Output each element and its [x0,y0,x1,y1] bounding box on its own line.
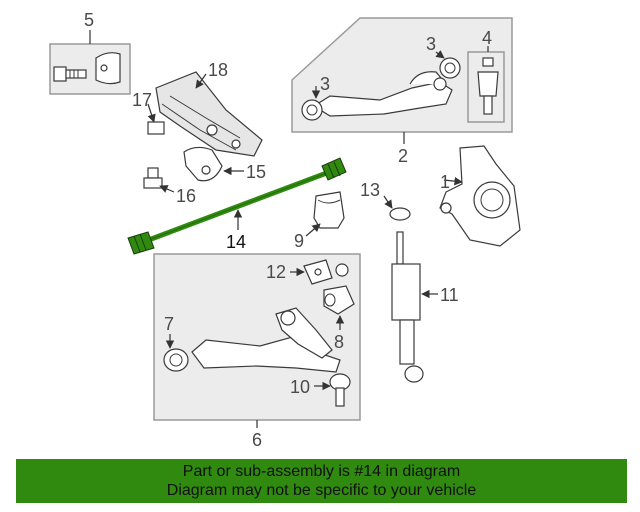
callout-12: 12 [266,262,286,282]
callout-9: 9 [294,231,304,251]
part-17-nut[interactable]: 17 [132,90,165,135]
callout-2: 2 [398,146,408,166]
bolt-icon [53,66,87,82]
part-8-bushing [323,285,355,315]
callout-16: 16 [176,186,196,206]
part-16-bolt[interactable]: 16 [143,167,196,206]
parts-diagram: 5 18 17 15 16 [49,10,521,450]
callout-1: 1 [440,172,450,192]
part-13-cap[interactable]: 13 [360,180,411,221]
callout-14: 14 [226,232,246,252]
part-6-box [153,253,361,421]
callout-4: 4 [482,28,492,48]
callout-6: 6 [252,430,262,450]
callout-3a: 3 [320,74,330,94]
banner-line-2: Diagram may not be specific to your vehi… [166,482,477,499]
banner-line-1: Part or sub-assembly is #14 in diagram [182,463,461,480]
callout-10: 10 [290,377,310,397]
part-3b-bushing [439,57,461,79]
callout-17: 17 [132,90,152,110]
part-9-bumper[interactable]: 9 [294,191,345,251]
part-11-shock[interactable]: 11 [391,231,459,383]
callout-13: 13 [360,180,380,200]
part-18-bracket[interactable]: 18 [155,60,263,157]
torsion-bar-end-left [127,231,155,255]
part-7-bushing [163,348,189,372]
part-4-group[interactable]: 4 [467,28,505,123]
torsion-bar-end-right [321,157,347,181]
part-6-group[interactable]: 6 7 8 12 10 [153,253,361,450]
lower-control-arm [191,307,341,373]
info-banner: Part or sub-assembly is #14 in diagram D… [16,459,627,503]
callout-18: 18 [208,60,228,80]
part-10-ball-joint [329,373,351,407]
callout-3b: 3 [426,34,436,54]
part-1-knuckle[interactable]: 1 [439,145,521,247]
bracket-icon [95,52,121,85]
part-2-group[interactable]: 2 3 3 [291,17,513,166]
part-5-group[interactable]: 5 [49,10,131,95]
callout-7: 7 [164,314,174,334]
callout-8: 8 [334,332,344,352]
part-15-clamp[interactable]: 15 [183,146,266,182]
callout-15: 15 [246,162,266,182]
part-3a-bushing [301,99,323,121]
part-12-bracket [303,259,349,285]
upper-control-arm [312,71,453,117]
callout-5: 5 [84,10,94,30]
part-14-torsion-bar[interactable]: 14 [127,157,347,255]
callout-11: 11 [440,285,459,305]
ball-joint-icon [477,57,499,115]
